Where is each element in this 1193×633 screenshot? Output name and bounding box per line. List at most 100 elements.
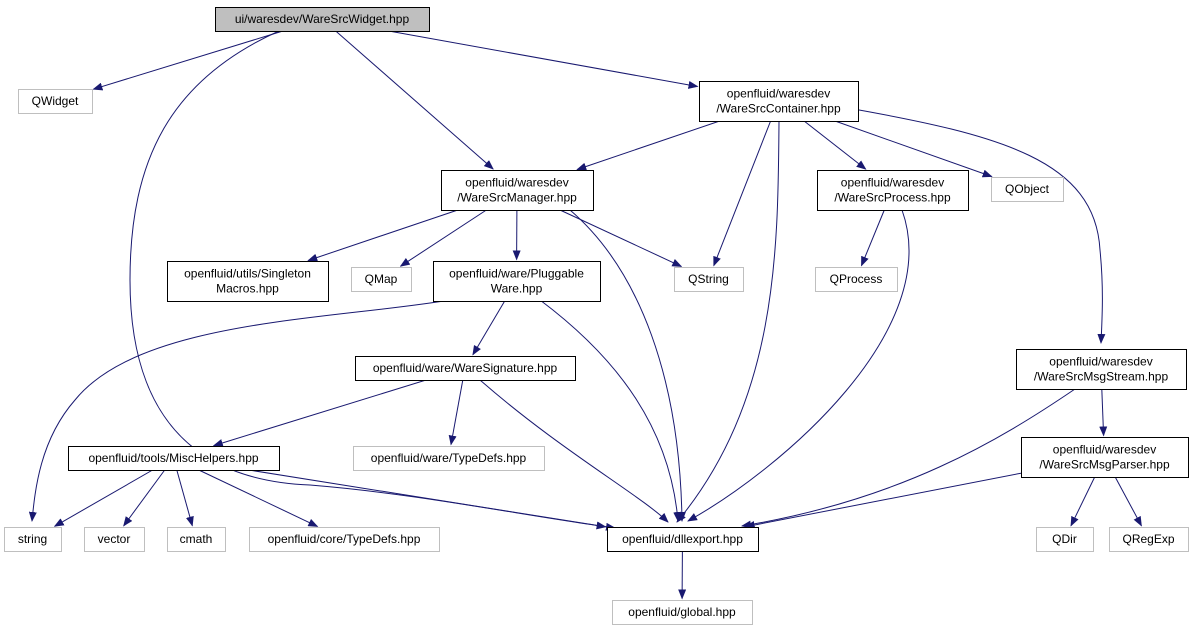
edge-process-to-dllexport bbox=[687, 209, 910, 522]
edge-msgstream-to-dllexport bbox=[741, 388, 1076, 529]
node-signature[interactable]: openfluid/ware/WareSignature.hpp bbox=[355, 356, 576, 381]
node-qwidget: QWidget bbox=[18, 89, 93, 114]
node-box-coretypedefs bbox=[249, 527, 440, 552]
edge-pluggable-to-signature bbox=[472, 300, 506, 356]
node-qregexp: QRegExp bbox=[1109, 527, 1189, 552]
edge-root-to-qwidget bbox=[92, 30, 284, 91]
node-cmath: cmath bbox=[167, 527, 226, 552]
node-label-dllexport: openfluid/dllexport.hpp bbox=[622, 532, 743, 546]
node-box-dllexport bbox=[607, 527, 759, 552]
node-box-container bbox=[699, 81, 859, 122]
edge-mischelpers-to-cmath bbox=[176, 469, 194, 527]
node-box-qprocess bbox=[815, 267, 898, 292]
node-label-qobject: QObject bbox=[1005, 182, 1050, 196]
node-label-qmap: QMap bbox=[365, 272, 398, 286]
node-global: openfluid/global.hpp bbox=[612, 600, 753, 625]
edge-signature-to-mischelpers bbox=[212, 379, 427, 447]
node-label-pluggable-line1: openfluid/ware/Pluggable bbox=[449, 267, 584, 281]
edge-mischelpers-to-vector bbox=[123, 469, 166, 527]
edge-container-to-msgstream bbox=[847, 107, 1106, 344]
edge-container-to-manager bbox=[576, 120, 720, 171]
edge-msgparser-to-qregexp bbox=[1114, 476, 1142, 527]
node-qstring: QString bbox=[674, 267, 744, 292]
node-root[interactable]: ui/waresdev/WareSrcWidget.hpp bbox=[215, 7, 430, 32]
edge-container-to-dllexport bbox=[676, 120, 780, 523]
edge-mischelpers-to-coretypedefs bbox=[198, 469, 319, 527]
node-box-root bbox=[215, 7, 430, 32]
node-box-cmath bbox=[167, 527, 226, 552]
node-label-vector: vector bbox=[98, 532, 131, 546]
node-coretypedefs: openfluid/core/TypeDefs.hpp bbox=[249, 527, 440, 552]
edge-msgparser-to-dllexport bbox=[744, 472, 1022, 529]
node-qdir: QDir bbox=[1036, 527, 1094, 552]
edges-layer bbox=[28, 30, 1142, 600]
edge-msgstream-to-msgparser bbox=[1099, 388, 1108, 437]
edge-pluggable-to-dllexport bbox=[539, 299, 682, 522]
node-manager[interactable]: openfluid/waresdev/WareSrcManager.hpp bbox=[441, 170, 594, 211]
node-label-msgstream-line2: /WareSrcMsgStream.hpp bbox=[1034, 370, 1169, 384]
node-label-manager-line2: /WareSrcManager.hpp bbox=[457, 191, 577, 205]
node-label-waretypedefs: openfluid/ware/TypeDefs.hpp bbox=[371, 451, 527, 465]
node-label-container-line2: /WareSrcContainer.hpp bbox=[716, 102, 841, 116]
node-label-global: openfluid/global.hpp bbox=[628, 605, 736, 619]
node-label-qwidget: QWidget bbox=[32, 94, 79, 108]
node-label-qprocess: QProcess bbox=[830, 272, 883, 286]
edge-manager-to-qstring bbox=[559, 209, 683, 267]
node-box-waretypedefs bbox=[353, 446, 545, 471]
node-label-process-line2: /WareSrcProcess.hpp bbox=[834, 191, 951, 205]
edge-manager-to-singleton bbox=[307, 209, 458, 262]
node-label-singleton-line1: openfluid/utils/Singleton bbox=[184, 267, 311, 281]
node-box-singleton bbox=[167, 261, 329, 302]
node-box-qobject bbox=[991, 177, 1064, 202]
node-box-qwidget bbox=[18, 89, 93, 114]
node-box-signature bbox=[355, 356, 576, 381]
node-label-qstring: QString bbox=[688, 272, 729, 286]
edge-container-to-qstring bbox=[713, 120, 772, 267]
node-msgstream[interactable]: openfluid/waresdev/WareSrcMsgStream.hpp bbox=[1016, 349, 1187, 390]
node-string: string bbox=[4, 527, 62, 552]
edge-manager-to-dllexport bbox=[569, 209, 686, 522]
node-box-global bbox=[612, 600, 753, 625]
node-box-qstring bbox=[674, 267, 744, 292]
node-label-qdir: QDir bbox=[1052, 532, 1077, 546]
node-dllexport[interactable]: openfluid/dllexport.hpp bbox=[607, 527, 759, 552]
node-qobject: QObject bbox=[991, 177, 1064, 202]
node-box-qmap bbox=[351, 267, 412, 292]
node-label-string: string bbox=[18, 532, 47, 546]
node-box-manager bbox=[441, 170, 594, 211]
edge-manager-to-qmap bbox=[399, 209, 487, 267]
edge-msgparser-to-qdir bbox=[1070, 476, 1096, 527]
node-process[interactable]: openfluid/waresdev/WareSrcProcess.hpp bbox=[817, 170, 969, 211]
node-container[interactable]: openfluid/waresdev/WareSrcContainer.hpp bbox=[699, 81, 859, 122]
node-box-qdir bbox=[1036, 527, 1094, 552]
node-box-process bbox=[817, 170, 969, 211]
node-box-pluggable bbox=[433, 261, 601, 302]
edge-mischelpers-to-dllexport bbox=[248, 469, 607, 530]
node-label-singleton-line2: Macros.hpp bbox=[216, 282, 279, 296]
edge-root-to-container bbox=[388, 30, 699, 89]
node-msgparser[interactable]: openfluid/waresdev/WareSrcMsgParser.hpp bbox=[1021, 437, 1189, 478]
edge-pluggable-to-string bbox=[28, 299, 451, 522]
node-label-manager-line1: openfluid/waresdev bbox=[465, 176, 568, 190]
edge-container-to-qobject bbox=[834, 120, 993, 178]
node-box-msgstream bbox=[1016, 349, 1187, 390]
node-vector: vector bbox=[84, 527, 145, 552]
node-label-msgstream-line1: openfluid/waresdev bbox=[1049, 355, 1152, 369]
node-mischelpers[interactable]: openfluid/tools/MiscHelpers.hpp bbox=[68, 446, 280, 471]
edge-root-to-manager bbox=[335, 30, 494, 170]
node-waretypedefs: openfluid/ware/TypeDefs.hpp bbox=[353, 446, 545, 471]
node-label-msgparser-line2: /WareSrcMsgParser.hpp bbox=[1039, 458, 1170, 472]
node-label-cmath: cmath bbox=[180, 532, 213, 546]
node-label-qregexp: QRegExp bbox=[1122, 532, 1174, 546]
edge-signature-to-dllexport bbox=[479, 379, 669, 523]
edge-signature-to-waretypedefs bbox=[448, 379, 464, 446]
node-label-signature: openfluid/ware/WareSignature.hpp bbox=[373, 361, 558, 375]
node-label-pluggable-line2: Ware.hpp bbox=[491, 282, 543, 296]
node-label-mischelpers: openfluid/tools/MiscHelpers.hpp bbox=[88, 451, 258, 465]
node-box-qregexp bbox=[1109, 527, 1189, 552]
node-qprocess: QProcess bbox=[815, 267, 898, 292]
